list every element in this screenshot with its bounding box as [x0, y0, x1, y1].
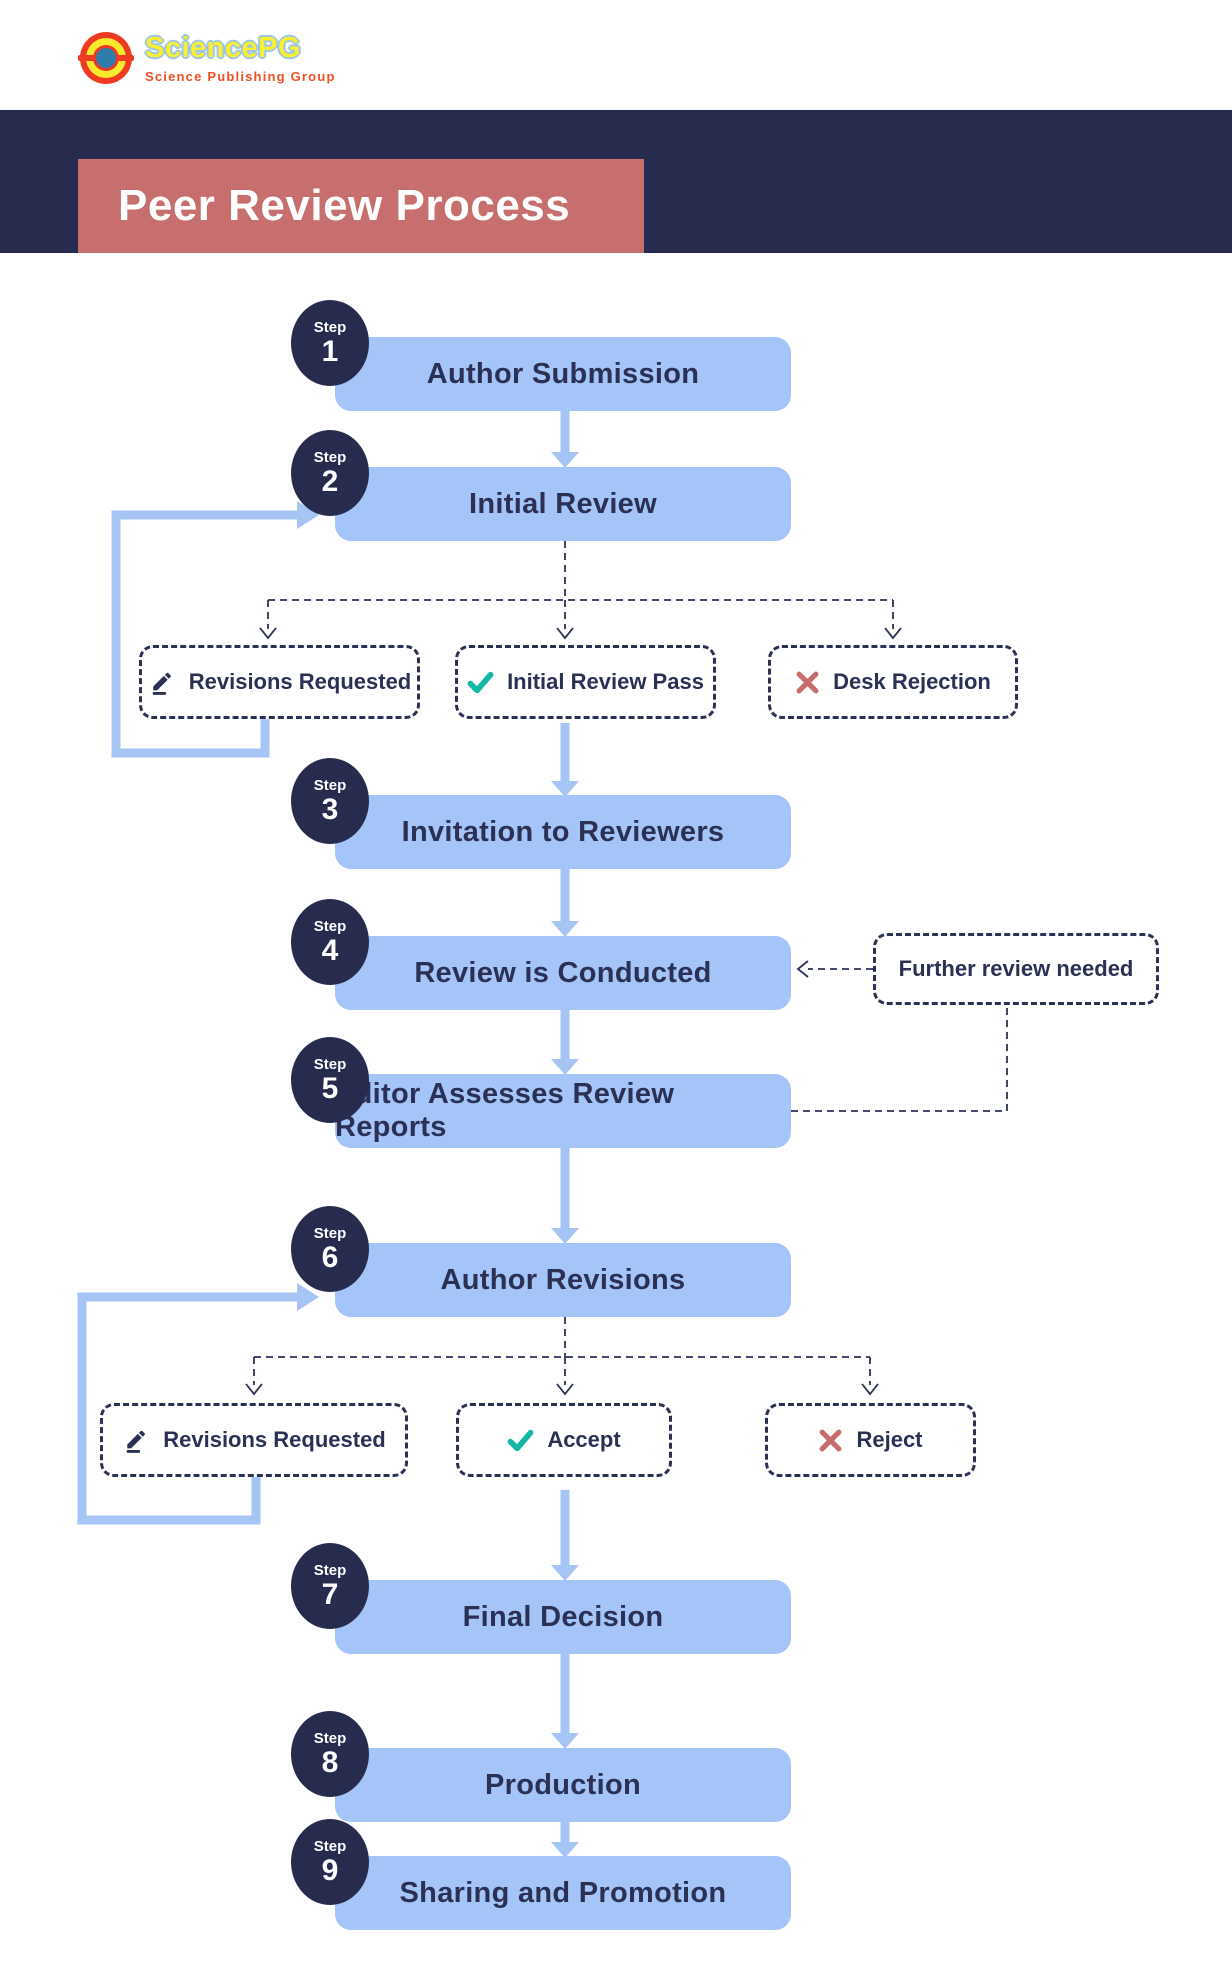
step-5-box: Editor Assesses Review Reports [335, 1074, 791, 1148]
branch-reject: Reject [765, 1403, 976, 1477]
step-2-title: Initial Review [469, 487, 657, 520]
step-7-title: Final Decision [462, 1600, 664, 1633]
page-title: Peer Review Process [78, 159, 644, 253]
step-6-title: Author Revisions [440, 1263, 686, 1296]
further-review-note: Further review needed [873, 933, 1159, 1005]
step-3-title: Invitation to Reviewers [401, 815, 725, 848]
step-1-box: Author Submission [335, 337, 791, 411]
step-3-box: Invitation to Reviewers [335, 795, 791, 869]
step-4-box: Review is Conducted [335, 936, 791, 1010]
step-9-box: Sharing and Promotion [335, 1856, 791, 1930]
logo-text: SciencePG Science Publishing Group [145, 32, 336, 84]
title-band: Peer Review Process [0, 110, 1232, 253]
pencil-icon [152, 672, 171, 695]
step-3-badge: Step 3 [291, 758, 369, 844]
step-9-title: Sharing and Promotion [399, 1876, 727, 1909]
header: SciencePG Science Publishing Group [0, 0, 1232, 110]
branch-desk-rejection: Desk Rejection [768, 645, 1018, 719]
step-1-badge: Step 1 [291, 300, 369, 386]
step-7-box: Final Decision [335, 1580, 791, 1654]
step-6-box: Author Revisions [335, 1243, 791, 1317]
step-1-title: Author Submission [426, 357, 700, 390]
step-8-title: Production [484, 1768, 642, 1801]
branch-revisions-requested-1: Revisions Requested [139, 645, 420, 719]
sciencepg-logo: SciencePG Science Publishing Group [78, 32, 336, 84]
step-2-badge: Step 2 [291, 430, 369, 516]
step-9-badge: Step 9 [291, 1819, 369, 1905]
check-icon [467, 671, 494, 693]
step-5-badge: Step 5 [291, 1037, 369, 1123]
step-2-box: Initial Review [335, 467, 791, 541]
logo-tagline: Science Publishing Group [145, 69, 336, 84]
step-5-title: Editor Assesses Review Reports [335, 1078, 675, 1143]
page-title-text: Peer Review Process [118, 181, 571, 230]
branch-initial-review-pass: Initial Review Pass [455, 645, 716, 719]
logo-brand: SciencePG [145, 32, 302, 64]
branch-revisions-requested-2: Revisions Requested [100, 1403, 408, 1477]
branch-accept: Accept [456, 1403, 672, 1477]
x-icon [820, 1429, 842, 1451]
step-4-badge: Step 4 [291, 899, 369, 985]
step-6-badge: Step 6 [291, 1206, 369, 1292]
step-4-title: Review is Conducted [414, 956, 712, 989]
check-icon [507, 1429, 534, 1451]
pencil-icon [126, 1430, 146, 1453]
step-7-badge: Step 7 [291, 1543, 369, 1629]
sciencepg-logo-icon [78, 32, 134, 84]
x-icon [796, 671, 819, 693]
step-8-badge: Step 8 [291, 1711, 369, 1797]
step-8-box: Production [335, 1748, 791, 1822]
